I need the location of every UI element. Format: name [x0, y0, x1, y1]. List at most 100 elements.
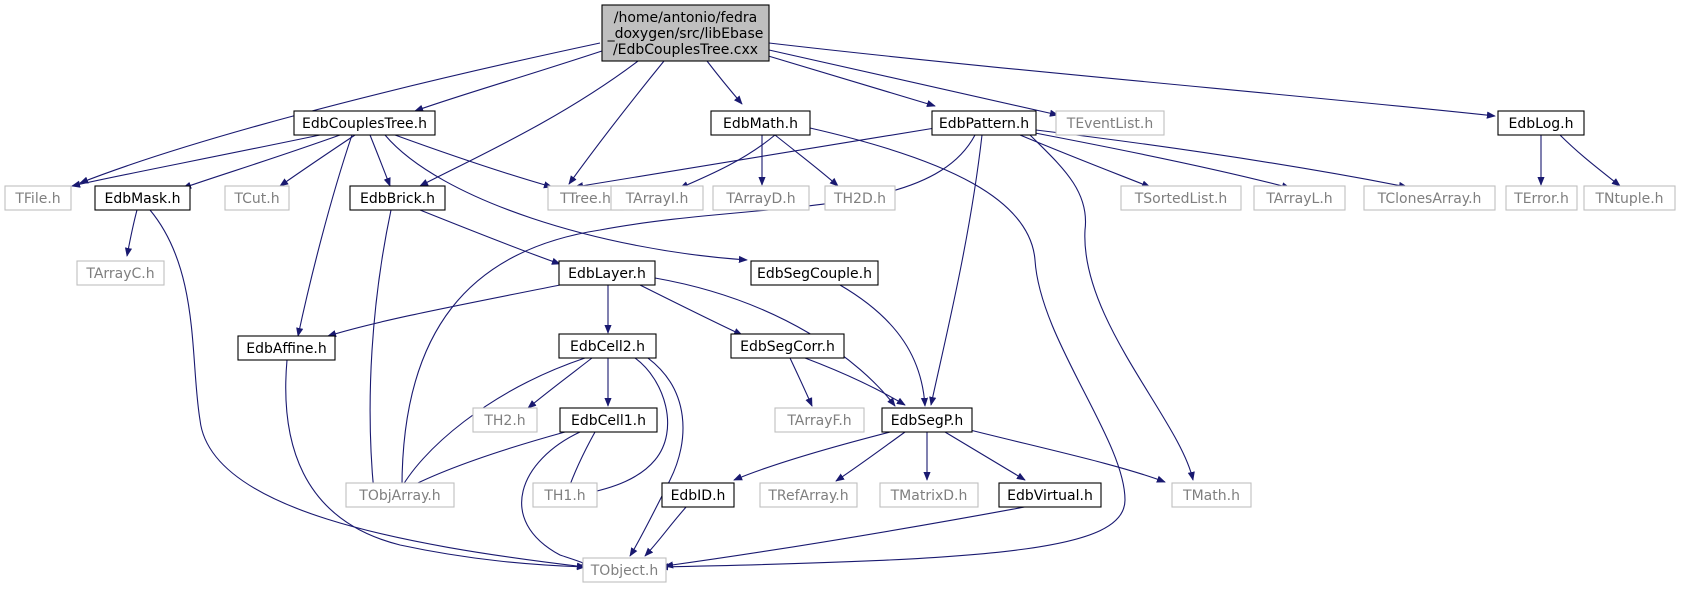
node-box [472, 407, 538, 433]
node-label: EdbAffine.h [246, 341, 327, 357]
node-label: EdbMask.h [104, 191, 180, 207]
node-box [774, 407, 865, 433]
node-box [1171, 482, 1252, 508]
file-node[interactable]: TArrayC.h [76, 260, 165, 286]
edge-couplestree-to-edbsegcouple [384, 134, 748, 264]
edge-edbcell2-to-tobject [629, 357, 684, 557]
file-node[interactable]: TFile.h [4, 185, 72, 211]
file-node[interactable]: TObjArray.h [345, 482, 455, 508]
edge-edbaffine-to-tobject [285, 359, 586, 571]
edge-edbbrick-to-tobjarray [369, 209, 392, 494]
file-node[interactable]: EdbVirtual.h [998, 482, 1102, 508]
root-file-node: /home/antonio/fedra_doxygen/src/libEbase… [601, 4, 770, 62]
file-node[interactable]: EdbCell2.h [558, 333, 657, 359]
node-label: EdbMath.h [723, 116, 798, 132]
dependency-edges [71, 42, 1621, 571]
file-node[interactable]: TArrayF.h [774, 407, 865, 433]
file-node[interactable]: TNtuple.h [1583, 185, 1676, 211]
file-node[interactable]: TH2D.h [824, 185, 896, 211]
node-box [712, 185, 810, 211]
file-node[interactable]: EdbBrick.h [349, 185, 446, 211]
file-node[interactable]: TH1.h [532, 482, 598, 508]
node-label: TCut.h [233, 191, 279, 207]
file-node[interactable]: EdbSegP.h [881, 407, 973, 433]
file-node[interactable]: EdbID.h [661, 482, 735, 508]
edge-edbpattern-to-tobjarray [398, 134, 976, 496]
node-label: EdbLayer.h [568, 266, 646, 282]
file-node[interactable]: EdbMask.h [94, 185, 191, 211]
edge-root-to-edblog [768, 42, 1496, 119]
node-box [558, 333, 657, 359]
file-node[interactable]: EdbSegCorr.h [730, 333, 845, 359]
file-node[interactable]: EdbMath.h [710, 110, 811, 136]
edge-couplestree-to-edbaffine [296, 134, 353, 337]
node-box [824, 185, 896, 211]
file-node[interactable]: TEventList.h [1055, 110, 1165, 136]
edge-edblayer-to-edbsegcorr [639, 284, 743, 336]
edge-edbsegp-to-edbvirtual [944, 431, 1026, 481]
node-box [879, 482, 979, 508]
file-node[interactable]: EdbSegCouple.h [750, 260, 879, 286]
node-box [750, 260, 879, 286]
node-box [610, 185, 704, 211]
node-label: TArrayC.h [85, 266, 154, 282]
edge-couplestree-to-tfile [71, 134, 321, 188]
edge-edbmath-to-tobject [659, 127, 1126, 571]
edge-root-to-edbcouplestree [414, 49, 606, 112]
node-box [1505, 185, 1578, 211]
edge-edbpattern-to-edbsegp [929, 134, 983, 406]
node-label: TH1.h [543, 488, 585, 504]
edge-edbcell2-to-th1 [582, 357, 669, 497]
node-box [710, 110, 811, 136]
edge-edbpattern-to-tsortedlist [1019, 134, 1151, 188]
node-box [558, 260, 656, 286]
file-node[interactable]: TH2.h [472, 407, 538, 433]
file-node[interactable]: TMath.h [1171, 482, 1252, 508]
file-node[interactable]: EdbCell1.h [559, 407, 658, 433]
node-box [661, 482, 735, 508]
file-node[interactable]: EdbCouplesTree.h [293, 110, 436, 136]
file-node[interactable]: TRefArray.h [759, 482, 858, 508]
file-node[interactable]: TMatrixD.h [879, 482, 979, 508]
node-label: EdbVirtual.h [1007, 488, 1093, 504]
node-box [4, 185, 72, 211]
file-node[interactable]: TClonesArray.h [1363, 185, 1496, 211]
node-box [237, 335, 336, 361]
edge-root-to-edbbrick [419, 60, 639, 187]
file-node[interactable]: EdbLog.h [1497, 110, 1585, 136]
node-label: TArrayI.h [625, 191, 689, 207]
file-node[interactable]: TArrayD.h [712, 185, 810, 211]
node-box [1583, 185, 1676, 211]
edge-edbmask-to-tobject [149, 209, 586, 570]
file-node[interactable]: TCut.h [224, 185, 290, 211]
file-node[interactable]: TError.h [1505, 185, 1578, 211]
node-label: TNtuple.h [1594, 191, 1663, 207]
file-node[interactable]: TSortedList.h [1120, 185, 1242, 211]
file-node[interactable]: TArrayI.h [610, 185, 704, 211]
node-label: TRefArray.h [767, 488, 848, 504]
node-box [1120, 185, 1242, 211]
node-box [94, 185, 191, 211]
file-node[interactable]: TArrayL.h [1253, 185, 1346, 211]
node-label: TMatrixD.h [890, 488, 968, 504]
node-label: EdbLog.h [1509, 116, 1574, 132]
node-label: TSortedList.h [1134, 191, 1228, 207]
edge-couplestree-to-tcut [279, 134, 356, 187]
edge-edbmath-to-th2d [774, 134, 839, 187]
edge-root-to-edbmath [706, 60, 743, 105]
edge-edbmask-to-tarrayc [124, 209, 138, 257]
node-label: TArrayL.h [1265, 191, 1332, 207]
file-node[interactable]: EdbLayer.h [558, 260, 656, 286]
edge-edbid-to-tobject [644, 505, 688, 557]
node-label: TArrayF.h [786, 413, 851, 429]
file-node[interactable]: EdbAffine.h [237, 335, 336, 361]
file-node[interactable]: TObject.h [582, 557, 667, 583]
edge-edblog-to-tntuple [1559, 134, 1621, 187]
edge-edbsegp-to-trefarray [835, 431, 906, 482]
edge-edbsegcorr-to-edbsegp [804, 357, 906, 406]
edge-edbpattern-to-tmath [1027, 132, 1195, 481]
file-nodes: /home/antonio/fedra_doxygen/src/libEbase… [4, 4, 1676, 583]
edge-edblayer-to-edbaffine [327, 284, 561, 338]
file-node[interactable]: EdbPattern.h [931, 110, 1037, 136]
node-label: EdbSegCouple.h [757, 266, 872, 282]
